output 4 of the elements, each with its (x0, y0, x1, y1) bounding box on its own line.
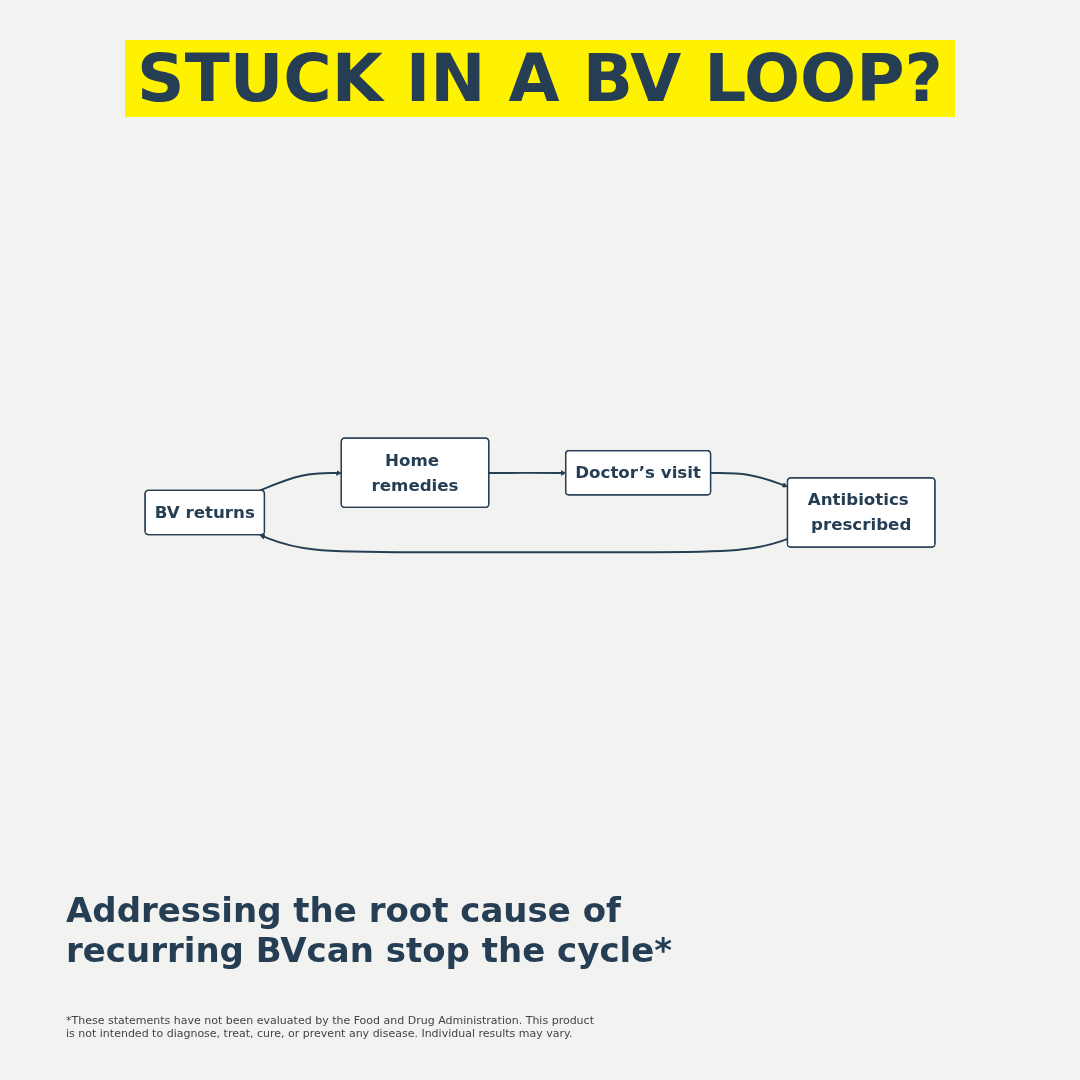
arrow (258, 470, 342, 492)
title: STUCK IN A BV LOOP? (125, 40, 955, 117)
tagline: Addressing the root cause of recurring BVcan stop the cycle* (66, 890, 674, 970)
disclaimer: *These statements have not been evaluated by the Food and Drug Administration. This product is not intended to diagnose, treat, cure, or prevent any disease. Individual results may vary. (66, 1014, 595, 1040)
